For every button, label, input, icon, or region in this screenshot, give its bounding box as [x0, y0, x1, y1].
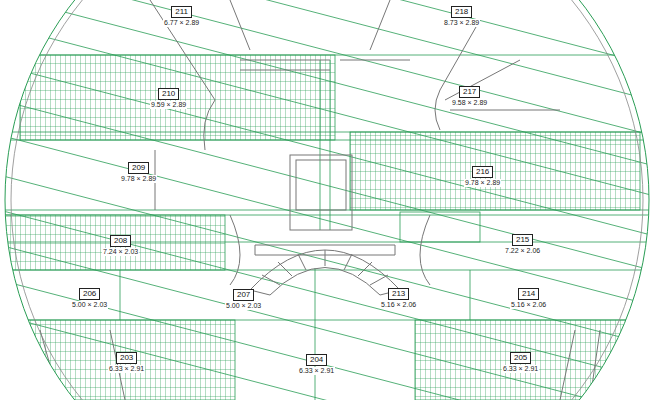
room-dimensions: 7.22 × 2.06 — [504, 247, 541, 255]
room-number: 213 — [388, 288, 409, 300]
room-label: 2157.22 × 2.06 — [504, 234, 541, 255]
room-number: 211 — [171, 6, 192, 18]
room-number: 215 — [512, 234, 533, 246]
room-dimensions: 5.16 × 2.06 — [510, 301, 547, 309]
room-dimensions: 9.59 × 2.89 — [150, 101, 187, 109]
room-label: 2036.33 × 2.91 — [108, 352, 145, 373]
room-number: 216 — [472, 166, 493, 178]
room-number: 214 — [518, 288, 539, 300]
room-label: 2056.33 × 2.91 — [502, 352, 539, 373]
room-label: 2135.16 × 2.06 — [380, 288, 417, 309]
room-dimensions: 8.73 × 2.89 — [443, 19, 480, 27]
room-number: 205 — [510, 352, 531, 364]
room-dimensions: 6.77 × 2.89 — [163, 19, 200, 27]
room-number: 207 — [233, 289, 254, 301]
room-number: 217 — [459, 86, 480, 98]
room-dimensions: 9.58 × 2.89 — [451, 99, 488, 107]
room-label: 2046.33 × 2.91 — [298, 354, 335, 375]
room-label: 2087.24 × 2.03 — [102, 235, 139, 256]
room-dimensions: 9.78 × 2.89 — [464, 179, 501, 187]
room-dimensions: 7.24 × 2.03 — [102, 248, 139, 256]
room-dimensions: 6.33 × 2.91 — [108, 365, 145, 373]
room-number: 208 — [110, 235, 131, 247]
room-label: 2099.78 × 2.89 — [120, 162, 157, 183]
room-label: 2109.59 × 2.89 — [150, 88, 187, 109]
room-dimensions: 6.33 × 2.91 — [298, 367, 335, 375]
room-label: 2116.77 × 2.89 — [163, 6, 200, 27]
room-number: 204 — [306, 354, 327, 366]
room-dimensions: 9.78 × 2.89 — [120, 175, 157, 183]
room-label: 2169.78 × 2.89 — [464, 166, 501, 187]
room-number: 218 — [451, 6, 472, 18]
room-number: 209 — [128, 162, 149, 174]
room-dimensions: 6.33 × 2.91 — [502, 365, 539, 373]
room-dimensions: 5.16 × 2.06 — [380, 301, 417, 309]
room-number: 203 — [116, 352, 137, 364]
room-dimensions: 5.00 × 2.03 — [225, 302, 262, 310]
room-label: 2065.00 × 2.03 — [71, 288, 108, 309]
room-label: 2145.16 × 2.06 — [510, 288, 547, 309]
room-number: 206 — [79, 288, 100, 300]
room-dimensions: 5.00 × 2.03 — [71, 301, 108, 309]
room-label: 2188.73 × 2.89 — [443, 6, 480, 27]
room-label: 2179.58 × 2.89 — [451, 86, 488, 107]
room-number: 210 — [158, 88, 179, 100]
room-label: 2075.00 × 2.03 — [225, 289, 262, 310]
